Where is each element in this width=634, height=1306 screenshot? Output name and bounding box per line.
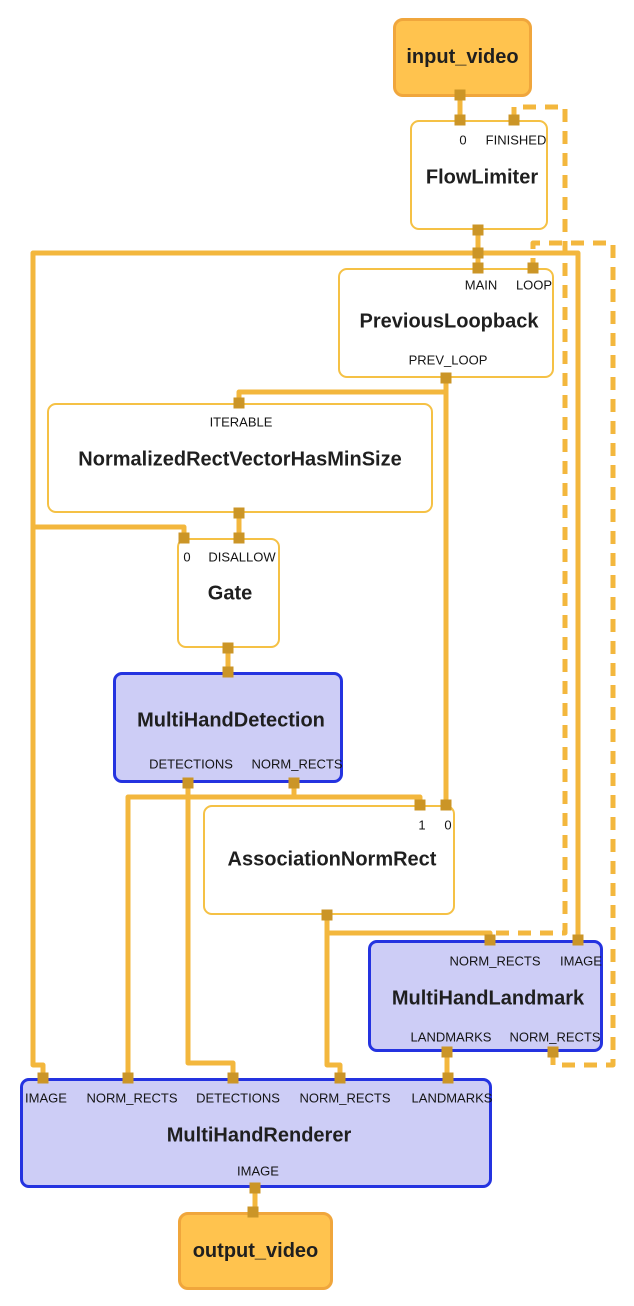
port-landmark-out-landmarks <box>441 1046 453 1058</box>
edge-throttled-to-landmark-image <box>478 250 581 940</box>
port-previousloopback-out-prevloop <box>440 372 452 384</box>
port-renderer-in-normrects-2 <box>334 1072 346 1084</box>
port-association-out <box>321 909 333 921</box>
port-label-prev-loop: PREV_LOOP <box>408 352 488 368</box>
port-label-norm-rects-2: NORM_RECTS <box>299 1090 391 1106</box>
port-minsize-in-iterable <box>233 397 245 409</box>
node-title: MultiHandRenderer <box>166 1124 352 1147</box>
port-association-in-0 <box>440 799 452 811</box>
edge-handrects-to-landmark-normrects <box>324 915 493 940</box>
port-renderer-in-detections <box>227 1072 239 1084</box>
port-gate-out <box>222 642 234 654</box>
port-label-0: 0 <box>444 817 452 833</box>
node-multihandrenderer[interactable]: IMAGE NORM_RECTS DETECTIONS NORM_RECTS L… <box>20 1078 492 1188</box>
port-landmark-in-image <box>572 934 584 946</box>
port-label-norm-rects-in: NORM_RECTS <box>449 953 541 969</box>
port-label-disallow: DISALLOW <box>208 549 276 565</box>
node-title: FlowLimiter <box>425 166 539 189</box>
port-label-norm-rects-out: NORM_RECTS <box>509 1029 601 1045</box>
port-label-1: 1 <box>418 817 426 833</box>
port-label-norm-rects: NORM_RECTS <box>251 756 343 772</box>
port-label-0: 0 <box>183 549 191 565</box>
port-label-iterable: ITERABLE <box>209 414 273 430</box>
node-multihandlandmark[interactable]: NORM_RECTS IMAGE MultiHandLandmark LANDM… <box>368 940 603 1052</box>
port-landmark-in-normrects <box>484 934 496 946</box>
port-label-loop: LOOP <box>515 277 553 293</box>
port-renderer-in-landmarks <box>442 1072 454 1084</box>
edge-prevloop-to-minsize-iterable <box>236 389 446 403</box>
port-renderer-out-image <box>249 1182 261 1194</box>
port-label-norm-rects-1: NORM_RECTS <box>86 1090 178 1106</box>
port-label-0: 0 <box>459 132 467 148</box>
port-minsize-out <box>233 507 245 519</box>
node-output-video[interactable]: output_video <box>178 1212 333 1290</box>
port-label-landmarks: LANDMARKS <box>411 1090 493 1106</box>
port-label-landmarks: LANDMARKS <box>410 1029 492 1045</box>
port-detection-out-normrects <box>288 777 300 789</box>
port-label-image-in: IMAGE <box>25 1090 67 1106</box>
port-label-image: IMAGE <box>560 953 602 969</box>
node-gate[interactable]: 0 DISALLOW Gate <box>177 538 280 648</box>
node-normalizedrectvectorhasminsize[interactable]: ITERABLE NormalizedRectVectorHasMinSize <box>47 403 433 513</box>
edge-palmrects-to-renderer-normrects <box>125 794 294 1078</box>
node-previousloopback[interactable]: MAIN LOOP PreviousLoopback PREV_LOOP <box>338 268 554 378</box>
node-title: Gate <box>207 582 253 605</box>
port-landmark-out-normrects <box>547 1046 559 1058</box>
node-title: NormalizedRectVectorHasMinSize <box>78 448 402 471</box>
port-detection-in <box>222 666 234 678</box>
port-flowlimiter-out <box>472 224 484 236</box>
edge-detections-to-renderer-detections <box>185 783 236 1078</box>
edge-throttled-to-renderer-image <box>30 250 478 1078</box>
port-flowlimiter-in-finished <box>508 114 520 126</box>
port-association-in-1 <box>414 799 426 811</box>
port-output-video-in <box>247 1206 259 1218</box>
node-flowlimiter[interactable]: 0 FINISHED FlowLimiter <box>410 120 548 230</box>
node-title: output_video <box>192 1239 319 1262</box>
port-input-video-out <box>454 89 466 101</box>
node-title: MultiHandLandmark <box>391 987 585 1010</box>
edge-backedge-loop <box>530 240 616 1068</box>
port-detection-out-detections <box>182 777 194 789</box>
edge-throttled-to-gate-0 <box>33 524 187 540</box>
node-multihanddetection[interactable]: MultiHandDetection DETECTIONS NORM_RECTS <box>113 672 343 783</box>
node-associationnormrect[interactable]: 1 0 AssociationNormRect <box>203 805 455 915</box>
port-renderer-in-normrects-1 <box>122 1072 134 1084</box>
port-junction-throttled <box>472 247 484 259</box>
port-label-main: MAIN <box>464 277 498 293</box>
node-title: AssociationNormRect <box>227 848 437 871</box>
port-previousloopback-in-main <box>472 262 484 274</box>
node-input-video[interactable]: input_video <box>393 18 532 97</box>
node-title: PreviousLoopback <box>359 310 539 333</box>
port-label-detections: DETECTIONS <box>196 1090 280 1106</box>
port-label-finished: FINISHED <box>485 132 547 148</box>
port-label-detections: DETECTIONS <box>149 756 233 772</box>
node-title: input_video <box>406 46 519 68</box>
port-previousloopback-in-loop <box>527 262 539 274</box>
port-renderer-in-image <box>37 1072 49 1084</box>
port-gate-in-0 <box>178 532 190 544</box>
port-gate-in-disallow <box>233 532 245 544</box>
node-title: MultiHandDetection <box>137 709 325 732</box>
edge-palmrects-to-association-1 <box>291 783 423 805</box>
edge-handrects-to-renderer-normrects <box>324 933 343 1078</box>
edge-backedge-finished <box>495 104 568 936</box>
port-label-image-out: IMAGE <box>237 1163 279 1179</box>
port-flowlimiter-in-0 <box>454 114 466 126</box>
